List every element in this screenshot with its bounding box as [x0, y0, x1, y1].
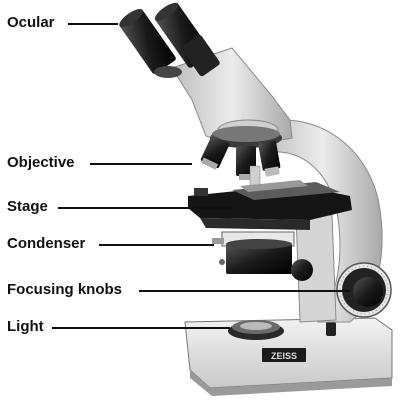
condenser [212, 231, 295, 274]
light-leader-line [52, 327, 230, 329]
label-light: Light [7, 318, 44, 335]
label-condenser: Condenser [7, 235, 86, 252]
objective-lenses [200, 135, 281, 187]
ocular-leader-line [68, 23, 118, 25]
brand-text: ZEISS [271, 351, 297, 361]
brand-plate: ZEISS [262, 348, 306, 362]
label-ocular: Ocular [7, 14, 55, 31]
focusing-knobs-leader-line [139, 290, 351, 292]
light-source [228, 320, 284, 340]
objective-leader-line [90, 163, 192, 165]
condenser-leader-line [99, 244, 214, 246]
label-objective: Objective [7, 154, 75, 171]
label-focusing-knobs: Focusing knobs [7, 281, 123, 298]
label-stage: Stage [7, 198, 48, 215]
base-knob [326, 322, 336, 336]
ocular-tubes [119, 2, 220, 78]
focusing-knobs [291, 259, 392, 318]
stage-leader-line [58, 207, 234, 209]
specimen-stage [188, 180, 352, 230]
